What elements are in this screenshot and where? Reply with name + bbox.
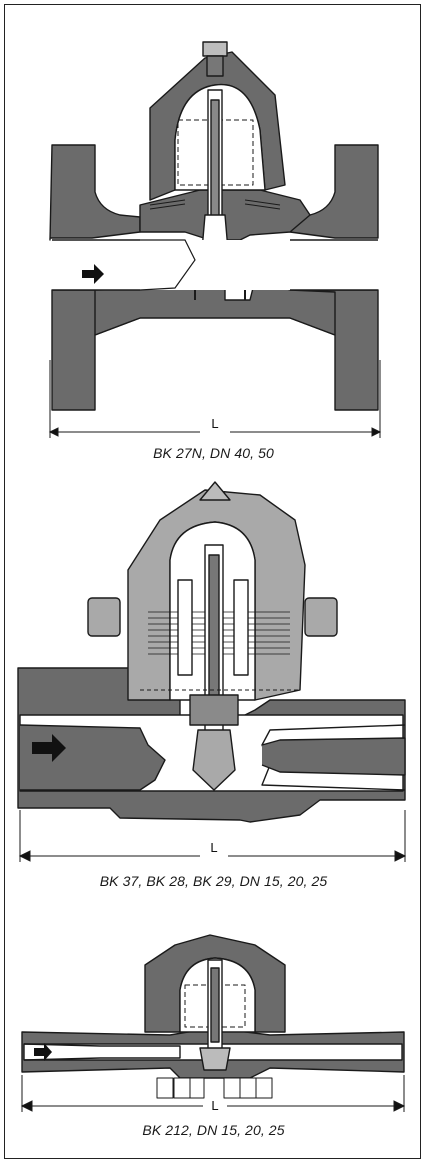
caption-bk27n: BK 27N, DN 40, 50 — [153, 445, 274, 461]
caption-bk212: BK 212, DN 15, 20, 25 — [142, 1122, 285, 1138]
caption-bk37: BK 37, BK 28, BK 29, DN 15, 20, 25 — [99, 873, 328, 889]
drawing-frame — [4, 4, 421, 1159]
